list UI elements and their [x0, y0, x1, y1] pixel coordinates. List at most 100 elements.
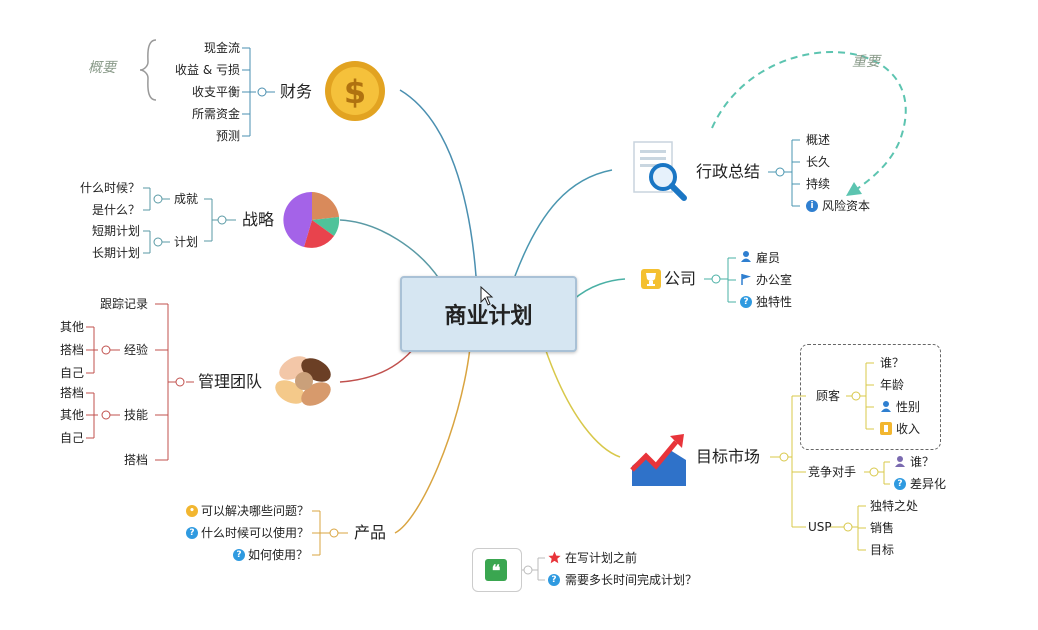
person-icon [741, 251, 751, 262]
team-item[interactable]: 自己 [59, 431, 84, 445]
strategy-bracket [143, 187, 236, 254]
quote-bracket [520, 557, 545, 581]
usp-item[interactable]: 销售 [870, 521, 895, 535]
question-icon: ? [233, 549, 245, 561]
branch-line-company [572, 278, 626, 301]
team-item[interactable]: 其他 [59, 408, 84, 422]
flag-icon [741, 274, 751, 285]
person-icon [895, 456, 905, 467]
question-icon: ? [894, 478, 906, 490]
growth-chart-icon [630, 434, 686, 486]
product-item[interactable]: 如何使用？ [248, 548, 309, 562]
important-arrow [711, 51, 907, 195]
question-icon: ? [548, 574, 560, 586]
team-hands-icon [275, 356, 331, 406]
finance-bracket [242, 47, 275, 137]
team-group-skills[interactable]: 技能 [124, 408, 149, 422]
strategy-item[interactable]: 什么时候？ [79, 181, 140, 195]
branch-market[interactable]: 目标市场 [696, 447, 761, 466]
team-item[interactable]: 搭档 [59, 386, 84, 400]
product-item[interactable]: 可以解决哪些问题？ [201, 504, 310, 518]
quote-item[interactable]: 在写计划之前 [565, 551, 638, 565]
executive-item[interactable]: 概述 [806, 133, 831, 147]
usp-item[interactable]: 目标 [870, 543, 895, 557]
branch-line-market [544, 347, 621, 458]
customer-boundary [800, 344, 941, 450]
finance-item[interactable]: 收益 & 亏损 [175, 63, 240, 77]
market-usp[interactable]: USP [808, 520, 832, 534]
customer-item[interactable]: 谁？ [880, 356, 905, 370]
info-icon: i [806, 200, 818, 212]
question-icon: ? [740, 296, 752, 308]
document-search-icon [633, 141, 687, 201]
finance-item[interactable]: 预测 [215, 129, 240, 143]
team-partner[interactable]: 搭档 [124, 453, 149, 467]
finance-item[interactable]: 收支平衡 [191, 85, 240, 99]
team-item[interactable]: 搭档 [59, 343, 84, 357]
strategy-item[interactable]: 长期计划 [91, 246, 140, 260]
competitor-item[interactable]: 谁？ [910, 455, 935, 469]
important-arrow-head [846, 182, 862, 196]
team-bracket [86, 303, 194, 461]
branch-company[interactable]: 公司 [664, 269, 697, 288]
branch-finance[interactable]: 财务 [280, 82, 313, 101]
market-customer[interactable]: 顾客 [816, 389, 841, 403]
branch-executive[interactable]: 行政总结 [696, 162, 761, 181]
strategy-item[interactable]: 短期计划 [91, 224, 140, 238]
company-item[interactable]: 雇员 [756, 251, 781, 265]
customer-item[interactable]: 性别 [896, 400, 921, 414]
market-competitor[interactable]: 竞争对手 [808, 465, 857, 479]
person-icon [881, 401, 891, 412]
quote-icon: ❝ [485, 559, 507, 581]
branch-team[interactable]: 管理团队 [198, 372, 263, 391]
branch-line-product [394, 347, 471, 534]
mouse-cursor-icon [480, 286, 494, 306]
executive-item[interactable]: 长久 [806, 155, 831, 169]
branch-line-executive [514, 169, 613, 277]
branch-product[interactable]: 产品 [354, 523, 387, 542]
trophy-icon [641, 269, 661, 289]
executive-item[interactable]: 持续 [806, 177, 831, 191]
branch-line-strategy [339, 219, 441, 281]
central-topic[interactable]: 商业计划 [400, 276, 577, 352]
finance-item[interactable]: 所需资金 [191, 107, 240, 121]
customer-item[interactable]: 收入 [896, 422, 921, 436]
income-icon [880, 422, 892, 435]
team-track-record[interactable]: 跟踪记录 [100, 297, 149, 311]
strategy-group-achievement[interactable]: 成就 [174, 192, 199, 206]
executive-bracket [768, 139, 800, 207]
company-item[interactable]: 独特性 [756, 295, 793, 309]
central-topic-label: 商业计划 [444, 304, 533, 329]
quote-item[interactable]: 需要多长时间完成计划？ [565, 573, 698, 587]
team-group-experience[interactable]: 经验 [124, 343, 149, 357]
note-summary: 概要 [88, 60, 116, 76]
question-icon: ? [186, 527, 198, 539]
svg-text:❝: ❝ [492, 561, 501, 580]
executive-item[interactable]: 风险资本 [822, 199, 871, 213]
product-item[interactable]: 什么时候可以使用？ [201, 526, 310, 540]
team-item[interactable]: 自己 [59, 366, 84, 380]
team-item[interactable]: 其他 [59, 320, 84, 334]
smiley-icon: • [186, 505, 198, 517]
finance-item[interactable]: 现金流 [203, 41, 240, 55]
market-bracket [770, 362, 890, 551]
pie-chart-icon [283, 191, 340, 248]
note-important: 重要 [852, 54, 880, 70]
note-brace [139, 39, 157, 101]
branch-line-finance [399, 89, 477, 277]
quote-card: ❝ [472, 548, 522, 592]
star-icon [548, 551, 561, 564]
strategy-group-plan[interactable]: 计划 [174, 235, 199, 249]
strategy-item[interactable]: 是什么？ [91, 203, 140, 217]
svg-text:$: $ [344, 73, 366, 111]
product-bracket [312, 510, 348, 556]
customer-item[interactable]: 年龄 [880, 378, 905, 392]
competitor-item[interactable]: 差异化 [910, 477, 947, 491]
usp-item[interactable]: 独特之处 [870, 499, 919, 513]
company-item[interactable]: 办公室 [756, 273, 793, 287]
company-bracket [704, 257, 736, 303]
dollar-coin-icon: $ [325, 61, 385, 121]
branch-strategy[interactable]: 战略 [242, 210, 275, 229]
